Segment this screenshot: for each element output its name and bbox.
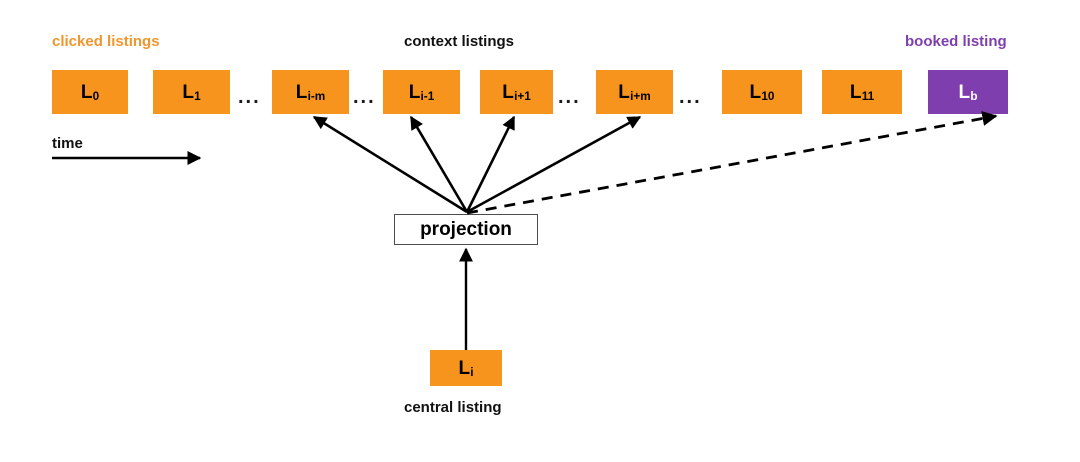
listing-box-Li-central[interactable]: Li [430,350,502,386]
listing-label: Li-m [295,81,326,104]
listing-label: L11 [849,81,875,104]
edge-projection-to-Li+1 [465,115,516,213]
listing-box-L0[interactable]: L0 [52,70,128,114]
listing-box-L10[interactable]: L10 [722,70,802,114]
listing-label: Li+m [618,81,651,104]
listing-label: Li+1 [502,81,531,104]
edge-projection-to-Li+m [466,115,642,214]
listing-label: L1 [182,81,201,104]
caption-central-listing: central listing [404,399,502,416]
listing-box-Li+1[interactable]: Li+1 [480,70,553,114]
listing-label: Lb [958,81,978,104]
caption-clicked-listings: clicked listings [52,33,160,50]
caption-context-listings: context listings [404,33,515,50]
listing-box-Li-1[interactable]: Li-1 [383,70,460,114]
ellipsis-separator: ... [679,86,702,108]
edge-projection-to-Li-1 [409,115,469,213]
caption-time: time [52,135,83,152]
projection-label: projection [420,218,512,240]
edge-projection-to-Lb-dashed [466,111,998,215]
ellipsis-separator: ... [558,86,581,108]
edge-projection-to-Li-m [312,115,468,214]
listing-box-Li-m[interactable]: Li-m [272,70,349,114]
ellipsis-separator: ... [353,86,376,108]
listing-box-Li+m[interactable]: Li+m [596,70,673,114]
ellipsis-separator: ... [238,86,261,108]
listing-box-L1[interactable]: L1 [153,70,230,114]
listing-label: Li-1 [408,81,435,104]
listing-label: Li [458,357,474,380]
listing-label: L10 [749,81,775,104]
projection-box[interactable]: projection [394,214,538,245]
listing-box-L11[interactable]: L11 [822,70,902,114]
listing-label: L0 [80,81,100,104]
caption-booked-listing: booked listing [905,33,1007,50]
listing-box-Lb-booked[interactable]: Lb [928,70,1008,114]
